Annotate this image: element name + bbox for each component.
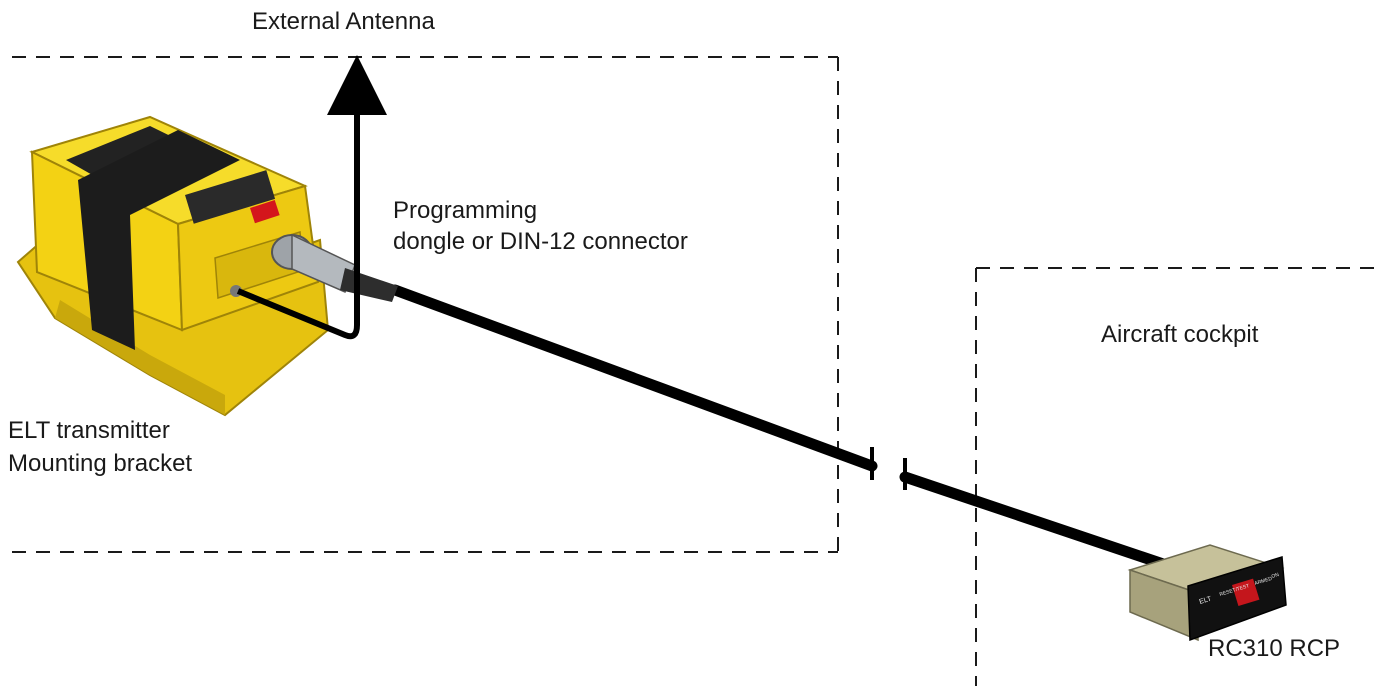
elt-transmitter-label: ELT transmitter <box>8 417 170 444</box>
reset-test-button <box>1232 578 1260 607</box>
external-antenna-label: External Antenna <box>252 8 435 35</box>
aircraft-cockpit-label: Aircraft cockpit <box>1101 321 1259 348</box>
svg-text:ARMED: ARMED <box>1254 576 1273 587</box>
retaining-strap <box>78 130 240 350</box>
elt-transmitter <box>16 115 398 417</box>
rcp-label: RC310 RCP <box>1208 635 1341 662</box>
programming-label-line1: Programming <box>393 197 538 224</box>
mounting-bracket-label: Mounting bracket <box>8 450 193 477</box>
svg-text:ON: ON <box>1271 572 1280 580</box>
aircraft-zone-boundary <box>12 56 839 553</box>
programming-label-line2: dongle or DIN-12 connector <box>393 228 688 255</box>
cable <box>389 284 1181 574</box>
antenna-arrow <box>236 55 387 340</box>
rc310-rcp-device: ELT RESET/TEST ARMED ON <box>1127 544 1287 642</box>
svg-text:ELT: ELT <box>1199 595 1214 606</box>
cockpit-zone-boundary <box>975 267 1379 686</box>
